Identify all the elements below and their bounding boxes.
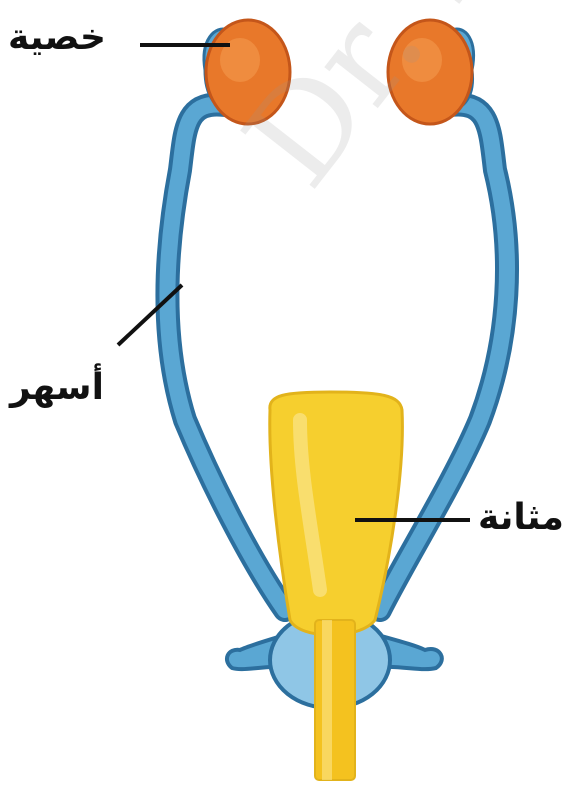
label-bladder: مثانة [478, 500, 564, 536]
urethra [315, 620, 355, 780]
label-vas-deferens: أسهر [10, 370, 104, 406]
label-testis: خصية [8, 20, 106, 56]
